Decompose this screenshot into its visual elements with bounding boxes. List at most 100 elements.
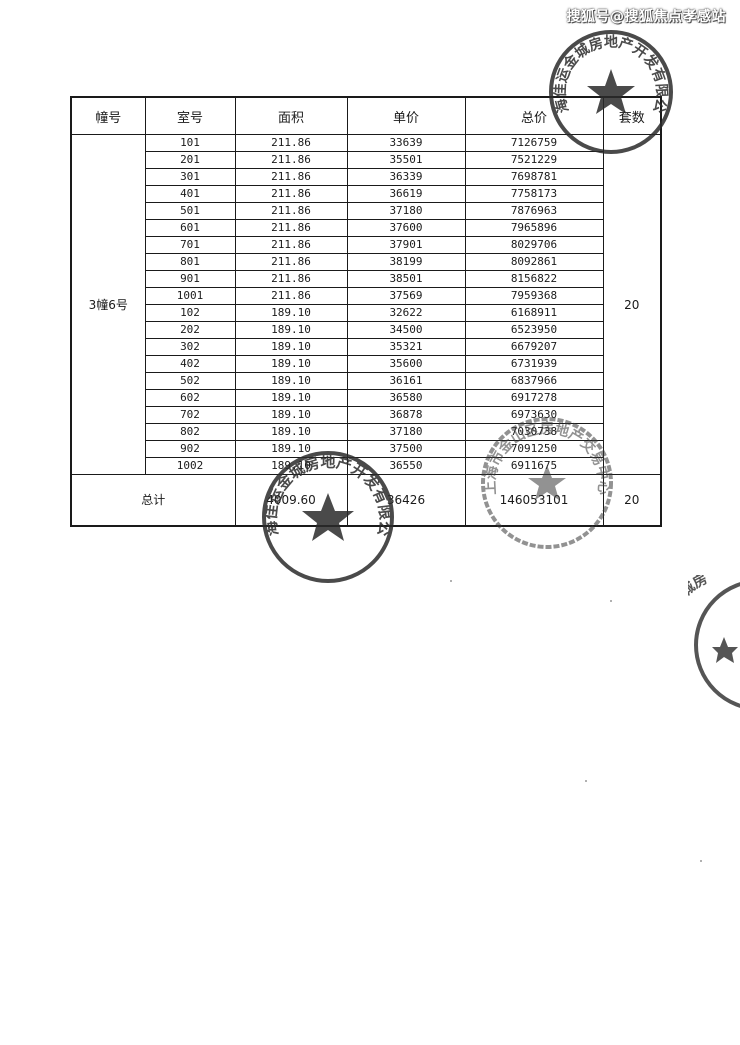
- total-price-cell: 6837966: [464, 372, 604, 390]
- room-cell: 401: [144, 185, 236, 203]
- unit-price-cell: 36580: [346, 389, 466, 407]
- area-cell: 189.10: [234, 457, 348, 475]
- unit-price-cell: 34500: [346, 321, 466, 339]
- unit-price-cell: 37600: [346, 219, 466, 237]
- room-cell: 402: [144, 355, 236, 373]
- room-cell: 702: [144, 406, 236, 424]
- room-cell: 502: [144, 372, 236, 390]
- area-cell: 211.86: [234, 270, 348, 288]
- header-room: 室号: [144, 96, 236, 135]
- unit-price-cell: 35600: [346, 355, 466, 373]
- room-cell: 601: [144, 219, 236, 237]
- total-price-cell: 6168911: [464, 304, 604, 322]
- company-seal-partial-edge: 上海佳运金城房: [688, 575, 740, 708]
- area-cell: 189.10: [234, 389, 348, 407]
- room-cell: 501: [144, 202, 236, 220]
- total-price: 146053101: [464, 474, 604, 527]
- area-cell: 211.86: [234, 202, 348, 220]
- total-price-cell: 7698781: [464, 168, 604, 186]
- table-footer: 总计 4009.60 36426 146053101 20: [70, 474, 662, 527]
- room-cell: 802: [144, 423, 236, 441]
- room-cell: 102: [144, 304, 236, 322]
- area-cell: 189.10: [234, 440, 348, 458]
- unit-price-cell: 37180: [346, 423, 466, 441]
- watermark-text: 搜狐号@搜狐焦点孝感站: [566, 9, 726, 25]
- area-cell: 211.86: [234, 134, 348, 152]
- room-cell: 801: [144, 253, 236, 271]
- total-unit-price: 36426: [346, 474, 466, 527]
- room-cell: 202: [144, 321, 236, 339]
- area-cell: 189.10: [234, 304, 348, 322]
- total-price-cell: 6973630: [464, 406, 604, 424]
- building-cell: 3幢6号: [70, 134, 146, 475]
- header-sets: 套数: [602, 96, 662, 135]
- total-row: 总计 4009.60 36426 146053101 20: [70, 474, 662, 527]
- area-cell: 211.86: [234, 185, 348, 203]
- area-cell: 189.10: [234, 372, 348, 390]
- total-price-cell: 7758173: [464, 185, 604, 203]
- area-cell: 211.86: [234, 219, 348, 237]
- unit-price-cell: 37180: [346, 202, 466, 220]
- total-price-cell: 7959368: [464, 287, 604, 305]
- total-label: 总计: [70, 474, 236, 527]
- area-cell: 189.10: [234, 338, 348, 356]
- room-cell: 101: [144, 134, 236, 152]
- unit-price-cell: 32622: [346, 304, 466, 322]
- seal-text-partial-edge: 上海佳运金城房: [688, 575, 710, 666]
- area-cell: 211.86: [234, 151, 348, 169]
- unit-price-cell: 38199: [346, 253, 466, 271]
- area-cell: 211.86: [234, 236, 348, 254]
- header-row: 幢号 室号 面积 单价 总价 套数: [70, 96, 662, 135]
- header-unit-price: 单价: [346, 96, 466, 135]
- unit-price-cell: 38501: [346, 270, 466, 288]
- total-area: 4009.60: [234, 474, 348, 527]
- area-cell: 189.10: [234, 406, 348, 424]
- total-price-cell: 7876963: [464, 202, 604, 220]
- price-table: 幢号 室号 面积 单价 总价 套数 3幢6号 101 211.86 33639 …: [70, 96, 662, 527]
- area-cell: 211.86: [234, 168, 348, 186]
- sets-cell: 20: [602, 134, 662, 475]
- total-price-cell: 6911675: [464, 457, 604, 475]
- area-cell: 189.10: [234, 423, 348, 441]
- header-building: 幢号: [70, 96, 146, 135]
- unit-price-cell: 33639: [346, 134, 466, 152]
- unit-price-cell: 36550: [346, 457, 466, 475]
- unit-price-cell: 37569: [346, 287, 466, 305]
- svg-text:上海佳运金城房: 上海佳运金城房: [688, 575, 710, 666]
- room-cell: 302: [144, 338, 236, 356]
- room-cell: 1001: [144, 287, 236, 305]
- unit-price-cell: 36161: [346, 372, 466, 390]
- room-cell: 902: [144, 440, 236, 458]
- scan-speck: [118, 300, 120, 302]
- total-price-cell: 6679207: [464, 338, 604, 356]
- unit-price-cell: 35501: [346, 151, 466, 169]
- room-cell: 701: [144, 236, 236, 254]
- room-cell: 1002: [144, 457, 236, 475]
- total-price-cell: 7091250: [464, 440, 604, 458]
- total-price-cell: 8156822: [464, 270, 604, 288]
- unit-price-cell: 36878: [346, 406, 466, 424]
- area-cell: 189.10: [234, 321, 348, 339]
- total-price-cell: 8092861: [464, 253, 604, 271]
- total-price-cell: 6523950: [464, 321, 604, 339]
- total-price-cell: 7965896: [464, 219, 604, 237]
- area-cell: 189.10: [234, 355, 348, 373]
- area-cell: 211.86: [234, 287, 348, 305]
- room-cell: 301: [144, 168, 236, 186]
- total-sets: 20: [602, 474, 662, 527]
